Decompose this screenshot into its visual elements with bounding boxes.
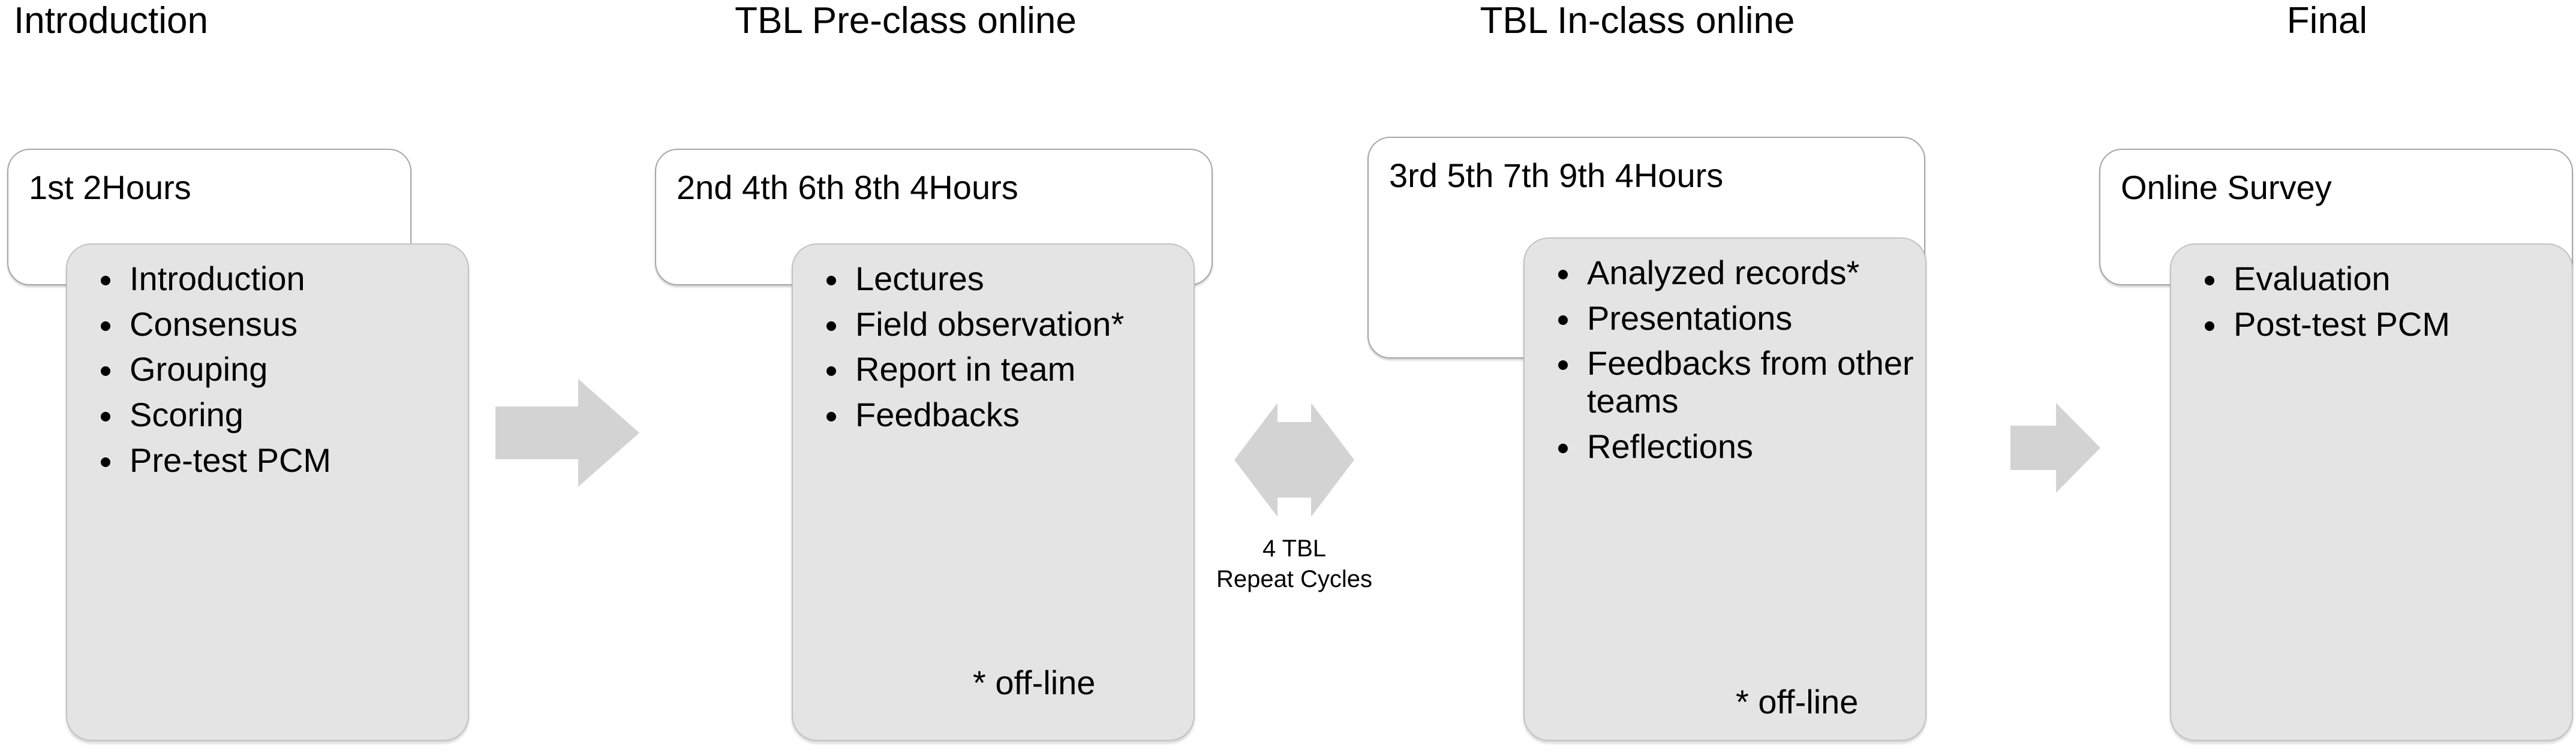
- stage-item-list-introduction: Introduction Consensus Grouping Scoring …: [90, 260, 457, 487]
- cycle-caption-line-2: Repeat Cycles: [1216, 566, 1373, 593]
- list-item: Analyzed records*: [1547, 254, 1914, 292]
- cycle-caption-line-1: 4 TBL: [1263, 535, 1326, 562]
- stage-item-list-tbl-pre-class-online: Lectures Field observation* Report in te…: [816, 260, 1183, 442]
- stage-header-label-tbl-in-class-online: 3rd 5th 7th 9th 4Hours: [1389, 156, 1724, 194]
- stage-body-card-introduction: Introduction Consensus Grouping Scoring …: [66, 243, 469, 741]
- offline-note-tbl-in-class-online: * off-line: [1736, 683, 1859, 721]
- list-item: Introduction: [90, 260, 457, 298]
- stage-body-card-final: Evaluation Post-test PCM: [2170, 243, 2573, 741]
- list-item: Lectures: [816, 260, 1183, 298]
- stage-header-label-final: Online Survey: [2121, 168, 2332, 206]
- list-item: Presentations: [1547, 299, 1914, 338]
- stage-header-label-tbl-pre-class-online: 2nd 4th 6th 8th 4Hours: [677, 168, 1018, 206]
- arrow-intro-to-preclass-icon: [495, 379, 639, 487]
- list-item: Report in team: [816, 351, 1183, 388]
- arrow-preclass-inclass-cycle-icon: [1234, 403, 1354, 517]
- stage-title-final: Final: [2286, 0, 2368, 41]
- stage-item-list-tbl-in-class-online: Analyzed records* Presentations Feedback…: [1547, 254, 1914, 474]
- stage-item-list-final: Evaluation Post-test PCM: [2194, 260, 2561, 351]
- stage-title-tbl-in-class-online: TBL In-class online: [1480, 0, 1795, 41]
- stage-body-card-tbl-in-class-online: Analyzed records* Presentations Feedback…: [1523, 237, 1926, 741]
- list-item: Reflections: [1547, 427, 1914, 466]
- list-item: Evaluation: [2194, 260, 2561, 298]
- stage-body-card-tbl-pre-class-online: Lectures Field observation* Report in te…: [792, 243, 1195, 741]
- list-item: Post-test PCM: [2194, 305, 2561, 344]
- list-item: Pre-test PCM: [90, 441, 457, 480]
- stage-title-introduction: Introduction: [14, 0, 208, 41]
- list-item: Scoring: [90, 396, 457, 434]
- arrow-inclass-to-final-icon: [2010, 403, 2100, 493]
- list-item: Feedbacks: [816, 396, 1183, 434]
- stage-header-label-introduction: 1st 2Hours: [29, 168, 191, 206]
- stage-title-tbl-pre-class-online: TBL Pre-class online: [735, 0, 1077, 41]
- cycle-caption: 4 TBL Repeat Cycles: [1198, 534, 1390, 595]
- list-item: Consensus: [90, 305, 457, 344]
- list-item: Feedbacks from other teams: [1547, 344, 1914, 420]
- list-item: Field observation*: [816, 305, 1183, 344]
- list-item: Grouping: [90, 351, 457, 388]
- offline-note-tbl-pre-class-online: * off-line: [973, 664, 1096, 701]
